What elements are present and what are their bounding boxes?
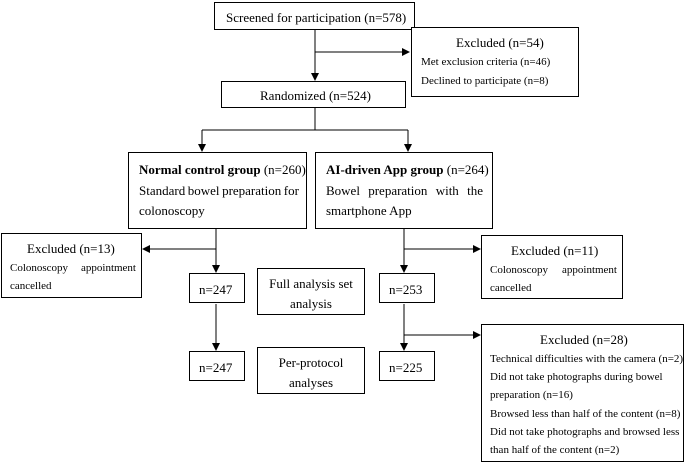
left-full-analysis-n: n=247	[199, 282, 233, 297]
control-word-4: for	[283, 183, 299, 198]
excluded-top-title: Excluded (n=54)	[456, 35, 544, 50]
per-protocol-line-2: analyses	[288, 375, 334, 390]
excluded-right-box: Excluded (n=11) Colonoscopy appointment …	[481, 235, 623, 299]
excluded-top-line-1: Met exclusion criteria (n=46)	[421, 56, 551, 68]
excluded-bottom-line-2: Did not take photographs during bowel	[490, 371, 663, 383]
per-protocol-line-1: Per-protocol	[278, 355, 344, 370]
excluded-right-word-1: Colonoscopy	[490, 264, 549, 276]
app-word-3: with	[435, 183, 459, 198]
right-per-protocol-box: n=225	[379, 351, 435, 381]
right-per-protocol-n: n=225	[389, 360, 423, 375]
excluded-left-line-2: cancelled	[10, 280, 52, 292]
excluded-left-word-2: appointment	[81, 262, 136, 274]
control-group-n: (n=260)	[260, 162, 306, 177]
right-full-analysis-box: n=253	[379, 273, 435, 303]
excluded-left-title: Excluded (n=13)	[27, 241, 115, 256]
app-group-box: AI-driven App group (n=264) Bowel prepar…	[315, 152, 493, 229]
app-word-4: the	[467, 183, 483, 198]
excluded-left-line-1: Colonoscopy appointment	[10, 263, 136, 274]
control-group-desc-line-2: colonoscopy	[139, 203, 205, 218]
control-group-name: Normal control group	[139, 162, 261, 177]
app-group-title: AI-driven App group (n=264)	[326, 163, 489, 176]
excluded-bottom-box: Excluded (n=28) Technical difficulties w…	[481, 324, 684, 462]
control-group-title: Normal control group (n=260)	[139, 163, 306, 176]
excluded-bottom-line-5: Did not take photographs and browsed les…	[490, 426, 680, 438]
full-analysis-line-1: Full analysis set	[269, 276, 353, 291]
left-full-analysis-box: n=247	[189, 273, 245, 303]
excluded-top-box: Excluded (n=54) Met exclusion criteria (…	[411, 27, 579, 97]
app-group-desc-line-2: smartphone App	[326, 203, 412, 218]
excluded-bottom-title: Excluded (n=28)	[540, 332, 628, 347]
app-group-desc-line-1: Bowel preparation with the	[326, 184, 483, 197]
excluded-bottom-line-3: preparation (n=16)	[490, 389, 573, 401]
left-per-protocol-box: n=247	[189, 351, 245, 381]
screened-box: Screened for participation (n=578)	[214, 2, 415, 30]
app-group-n: (n=264)	[443, 162, 489, 177]
excluded-right-title: Excluded (n=11)	[511, 243, 599, 258]
excluded-left-box: Excluded (n=13) Colonoscopy appointment …	[1, 233, 142, 298]
excluded-right-word-2: appointment	[562, 264, 617, 276]
randomized-text: Randomized (n=524)	[260, 88, 371, 103]
right-full-analysis-n: n=253	[389, 282, 423, 297]
full-analysis-line-2: analysis	[290, 296, 332, 311]
screened-text: Screened for participation (n=578)	[226, 10, 407, 25]
excluded-left-word-1: Colonoscopy	[10, 262, 69, 274]
excluded-top-line-2: Declined to participate (n=8)	[421, 75, 549, 87]
excluded-right-line-2: cancelled	[490, 282, 532, 294]
randomized-box: Randomized (n=524)	[221, 81, 406, 108]
control-word-1: Standard	[139, 183, 186, 198]
app-word-1: Bowel	[326, 183, 360, 198]
excluded-bottom-line-6: than half of the content (n=2)	[490, 444, 620, 456]
app-group-name: AI-driven App group	[326, 162, 444, 177]
full-analysis-box: Full analysis set analysis	[257, 268, 365, 315]
excluded-bottom-line-1: Technical difficulties with the camera (…	[490, 353, 684, 365]
excluded-right-line-1: Colonoscopy appointment	[490, 265, 617, 276]
control-word-2: bowel	[187, 183, 220, 198]
control-word-3: preparation	[222, 183, 282, 198]
control-group-box: Normal control group (n=260) Standard bo…	[128, 152, 307, 229]
control-group-desc-line-1: Standard bowel preparation for	[139, 184, 299, 197]
app-word-2: preparation	[368, 183, 428, 198]
excluded-bottom-line-4: Browsed less than half of the content (n…	[490, 408, 681, 420]
per-protocol-box: Per-protocol analyses	[257, 347, 365, 394]
left-per-protocol-n: n=247	[199, 360, 233, 375]
